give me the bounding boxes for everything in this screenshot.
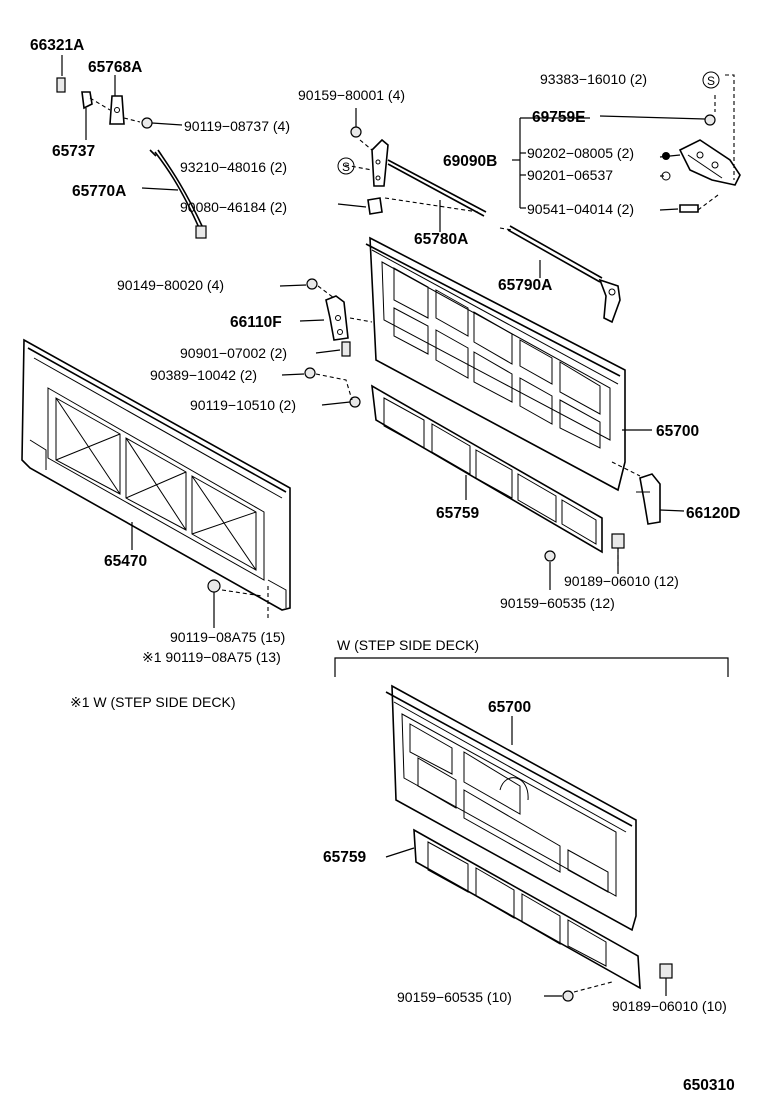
tailgate-panel-65700 — [365, 236, 652, 492]
label-90119-08A75-13: ※1 90119−08A75 (13) — [142, 649, 281, 665]
latch-assembly-69090B — [512, 74, 741, 213]
label-66120D: 66120D — [686, 505, 740, 522]
label-90119-08A75-15: 90119−08A75 (15) — [170, 629, 285, 645]
label-65768A: 65768A — [88, 59, 142, 76]
label-90119-10510: 90119−10510 (2) — [190, 397, 296, 413]
label-90389-10042: 90389−10042 (2) — [150, 367, 257, 383]
label-65759: 65759 — [436, 505, 479, 522]
label-93210-48016: 93210−48016 (2) — [180, 159, 287, 175]
label-66321A: 66321A — [30, 37, 84, 54]
label-90080-46184: 90080−46184 (2) — [180, 199, 287, 215]
trim-panel-65759 — [371, 384, 603, 554]
trim-panel-65759-w — [385, 828, 641, 990]
cable-65770A — [141, 149, 207, 239]
label-65737: 65737 — [52, 143, 95, 160]
label-90189-06010-12: 90189−06010 (12) — [564, 573, 679, 589]
s-mark-93210: S — [337, 157, 355, 175]
label-65780A: 65780A — [414, 231, 468, 248]
s-mark-93383: S — [702, 71, 720, 89]
tailgate-panel-65470 — [21, 338, 291, 611]
rod-65780A — [337, 108, 487, 232]
tailgate-panel-65700-w — [385, 684, 637, 932]
footnote-step-side-deck: ※1 W (STEP SIDE DECK) — [70, 694, 236, 710]
hinge-66110F — [279, 278, 373, 408]
s-mark-symbol: S — [342, 160, 350, 174]
inset-frame — [334, 657, 729, 677]
label-65759-w: 65759 — [323, 849, 366, 866]
label-69759E: 69759E — [532, 109, 585, 126]
fastener-90119-08A75 — [207, 579, 269, 628]
label-69090B: 69090B — [443, 153, 497, 170]
label-65470: 65470 — [104, 553, 147, 570]
label-65790A: 65790A — [498, 277, 552, 294]
label-90201-06537: 90201−06537 — [527, 167, 613, 183]
s-mark-symbol-2: S — [707, 74, 715, 88]
label-90159-80001: 90159−80001 (4) — [298, 87, 405, 103]
latch-cover-65768A — [56, 55, 183, 140]
label-90119-08737: 90119−08737 (4) — [184, 118, 290, 134]
label-65700: 65700 — [656, 423, 699, 440]
fasteners-right — [544, 533, 625, 590]
label-90189-06010-10: 90189−06010 (10) — [612, 998, 727, 1014]
label-90202-08005: 90202−08005 (2) — [527, 145, 634, 161]
fasteners-w — [544, 963, 673, 1002]
label-90901-07002: 90901−07002 (2) — [180, 345, 287, 361]
label-90159-60535-10: 90159−60535 (10) — [397, 989, 512, 1005]
label-65700-w: 65700 — [488, 699, 531, 716]
hinge-66120D — [611, 461, 685, 525]
label-90159-60535-12: 90159−60535 (12) — [500, 595, 615, 611]
diagram-number: 650310 — [683, 1077, 735, 1094]
label-90541-04014: 90541−04014 (2) — [527, 201, 634, 217]
label-66110F: 66110F — [230, 314, 282, 331]
label-90149-80020: 90149−80020 (4) — [117, 277, 224, 293]
label-65770A: 65770A — [72, 183, 126, 200]
rod-65790A — [499, 225, 621, 324]
label-93383-16010: 93383−16010 (2) — [540, 71, 647, 87]
inset-title: W (STEP SIDE DECK) — [337, 637, 479, 653]
